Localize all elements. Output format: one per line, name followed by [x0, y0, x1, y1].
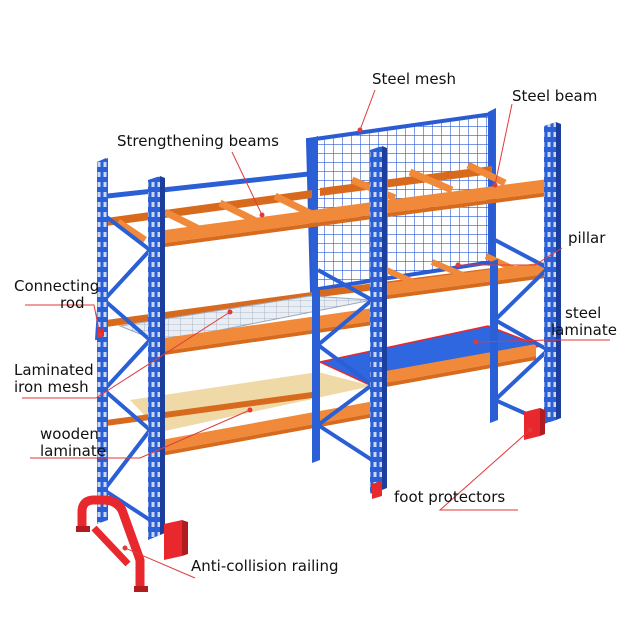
label-wooden-laminate-line1: wooden — [40, 425, 99, 443]
leader-anti-collision — [124, 547, 196, 579]
leader-steel-beam — [494, 103, 513, 186]
label-pillar: pillar — [568, 229, 606, 247]
leader-steel-mesh — [359, 89, 376, 131]
label-steel-beam: Steel beam — [512, 87, 598, 105]
label-steel-laminate: steel laminate — [551, 305, 617, 339]
middle-level — [106, 253, 546, 357]
leader-foot-protectors — [438, 429, 531, 511]
leader-pillar — [458, 247, 563, 266]
leader-steel-laminate — [475, 339, 610, 343]
label-steel-laminate-line2: laminate — [551, 321, 617, 339]
label-strengthening-beams: Strengthening beams — [117, 132, 279, 150]
label-laminated-iron-mesh-line2: iron mesh — [14, 378, 89, 396]
label-connecting-rod-line1: Connecting — [14, 277, 100, 295]
leader-strengthening-beams — [231, 151, 263, 216]
leader-wooden-laminate — [30, 409, 251, 459]
label-steel-mesh: Steel mesh — [372, 70, 456, 88]
label-connecting-rod: Connecting rod — [14, 278, 99, 312]
label-wooden-laminate-line2: laminate — [40, 442, 106, 460]
label-steel-laminate-line1: steel — [565, 304, 602, 322]
leader-lines — [22, 89, 610, 579]
label-wooden-laminate: wooden laminate — [40, 426, 106, 460]
label-connecting-rod-line2: rod — [60, 294, 85, 312]
anti-collision-railing — [76, 495, 148, 592]
label-anti-collision-railing: Anti-collision railing — [191, 557, 339, 575]
label-laminated-iron-mesh: Laminated iron mesh — [14, 362, 94, 396]
front-uprights — [97, 122, 561, 540]
label-foot-protectors: foot protectors — [394, 488, 506, 506]
label-laminated-iron-mesh-line1: Laminated — [14, 361, 94, 379]
leader-iron-mesh — [22, 311, 231, 399]
leader-connecting-rod — [25, 304, 101, 336]
